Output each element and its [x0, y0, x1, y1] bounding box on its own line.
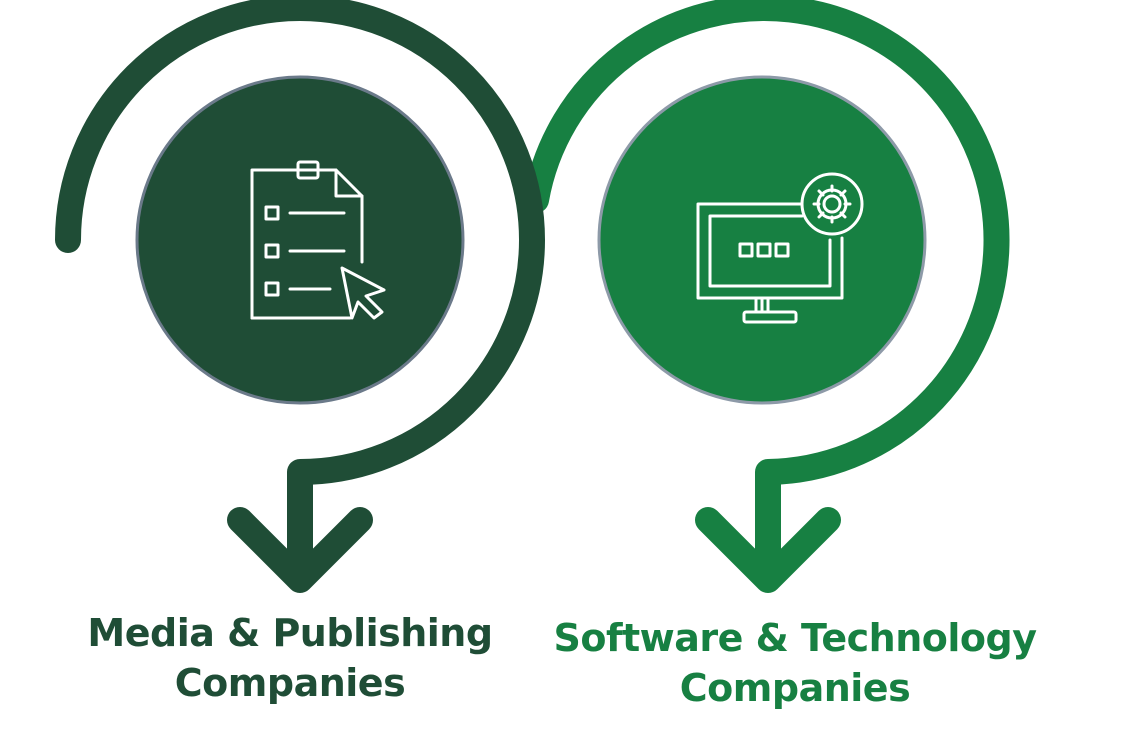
- software-technology-title-line1: Software & Technology: [553, 616, 1037, 660]
- software-technology-label: Software & Technology Companies: [525, 613, 1065, 713]
- media-publishing-label: Media & Publishing Companies: [60, 608, 520, 708]
- media-publishing-title-line1: Media & Publishing: [87, 611, 493, 655]
- software-technology-circle: [597, 75, 927, 405]
- checklist-document-cursor-icon: [250, 160, 386, 320]
- right-swirl-arrow: [523, 0, 1010, 593]
- media-publishing-circle: [135, 75, 465, 405]
- media-publishing-title-line2: Companies: [174, 661, 406, 705]
- software-technology-title-line2: Companies: [679, 666, 911, 710]
- left-swirl-arrow: [55, 0, 545, 593]
- monitor-gear-icon: [696, 172, 864, 324]
